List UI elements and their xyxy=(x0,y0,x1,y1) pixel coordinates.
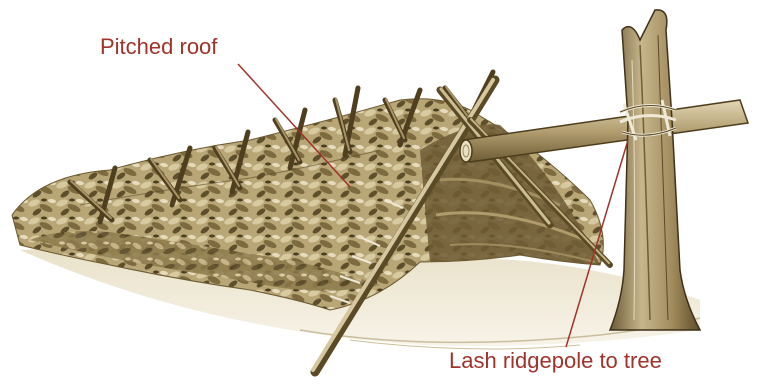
pitched-roof-label: Pitched roof xyxy=(100,34,217,60)
lash-ridgepole-label: Lash ridgepole to tree xyxy=(449,348,662,374)
tree-trunk xyxy=(610,10,700,330)
